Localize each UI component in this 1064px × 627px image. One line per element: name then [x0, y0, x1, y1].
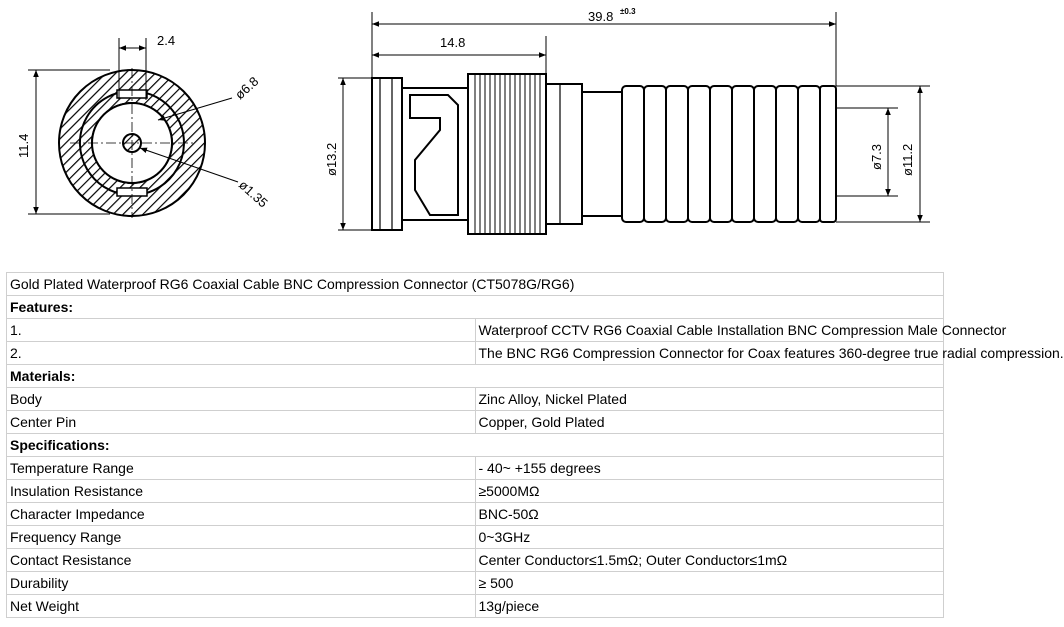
dim-11-4: 11.4: [16, 134, 31, 158]
spec-value: ≥ 500: [474, 571, 944, 595]
table-title: Gold Plated Waterproof RG6 Coaxial Cable…: [6, 272, 944, 296]
spec-table: Gold Plated Waterproof RG6 Coaxial Cable…: [6, 272, 1064, 618]
table-row: Frequency Range 0~3GHz: [6, 525, 944, 549]
table-row: 2. The BNC RG6 Compression Connector for…: [6, 341, 1064, 365]
table-row: Character Impedance BNC-50Ω: [6, 502, 944, 526]
dim-13-2: ø13.2: [324, 143, 339, 176]
spec-label: Character Impedance: [6, 502, 476, 526]
feature-number: 2.: [6, 341, 476, 365]
table-row: Temperature Range - 40~ +155 degrees: [6, 456, 944, 480]
connector-technical-drawing: 2.4 11.4 ø6.8 ø1.35: [16, 7, 930, 235]
dim-1-35: ø1.35: [236, 177, 271, 210]
spec-value: ≥5000MΩ: [474, 479, 944, 503]
table-row: 1. Waterproof CCTV RG6 Coaxial Cable Ins…: [6, 318, 1006, 342]
specifications-heading: Specifications:: [6, 433, 944, 457]
material-label: Center Pin: [6, 410, 476, 434]
spec-label: Temperature Range: [6, 456, 476, 480]
dim-7-3: ø7.3: [869, 144, 884, 170]
table-row: Net Weight 13g/piece: [6, 594, 944, 618]
dim-14-8: 14.8: [440, 35, 465, 50]
dim-6-8: ø6.8: [232, 74, 261, 103]
feature-number: 1.: [6, 318, 476, 342]
section-heading-row: Specifications:: [6, 433, 944, 457]
feature-text: The BNC RG6 Compression Connector for Co…: [474, 341, 1064, 365]
side-view-dimensions: 39.8 ±0.3 14.8 ø13.2 ø7.3 ø11.2: [324, 7, 930, 231]
spec-value: - 40~ +155 degrees: [474, 456, 944, 480]
spec-value: 0~3GHz: [474, 525, 944, 549]
table-row: Body Zinc Alloy, Nickel Plated: [6, 387, 944, 411]
spec-label: Frequency Range: [6, 525, 476, 549]
side-view: [371, 73, 837, 235]
spec-label: Durability: [6, 571, 476, 595]
dim-39-8-tolerance: ±0.3: [620, 7, 636, 16]
features-heading: Features:: [6, 295, 944, 319]
dim-11-2: ø11.2: [900, 144, 915, 176]
spec-value: BNC-50Ω: [474, 502, 944, 526]
table-row: Durability ≥ 500: [6, 571, 944, 595]
material-value: Copper, Gold Plated: [474, 410, 944, 434]
spec-value: 13g/piece: [474, 594, 944, 618]
material-value: Zinc Alloy, Nickel Plated: [474, 387, 944, 411]
dim-39-8: 39.8: [588, 9, 613, 24]
table-row: Contact Resistance Center Conductor≤1.5m…: [6, 548, 944, 572]
section-heading-row: Features:: [6, 295, 944, 319]
spec-label: Contact Resistance: [6, 548, 476, 572]
materials-heading: Materials:: [6, 364, 944, 388]
end-view-section: [58, 68, 206, 218]
spec-label: Net Weight: [6, 594, 476, 618]
table-title-row: Gold Plated Waterproof RG6 Coaxial Cable…: [6, 272, 944, 296]
dim-2-4: 2.4: [157, 33, 175, 48]
table-row: Center Pin Copper, Gold Plated: [6, 410, 944, 434]
spec-label: Insulation Resistance: [6, 479, 476, 503]
spec-value: Center Conductor≤1.5mΩ; Outer Conductor≤…: [474, 548, 944, 572]
feature-text: Waterproof CCTV RG6 Coaxial Cable Instal…: [474, 318, 1006, 342]
section-heading-row: Materials:: [6, 364, 944, 388]
table-row: Insulation Resistance ≥5000MΩ: [6, 479, 944, 503]
material-label: Body: [6, 387, 476, 411]
